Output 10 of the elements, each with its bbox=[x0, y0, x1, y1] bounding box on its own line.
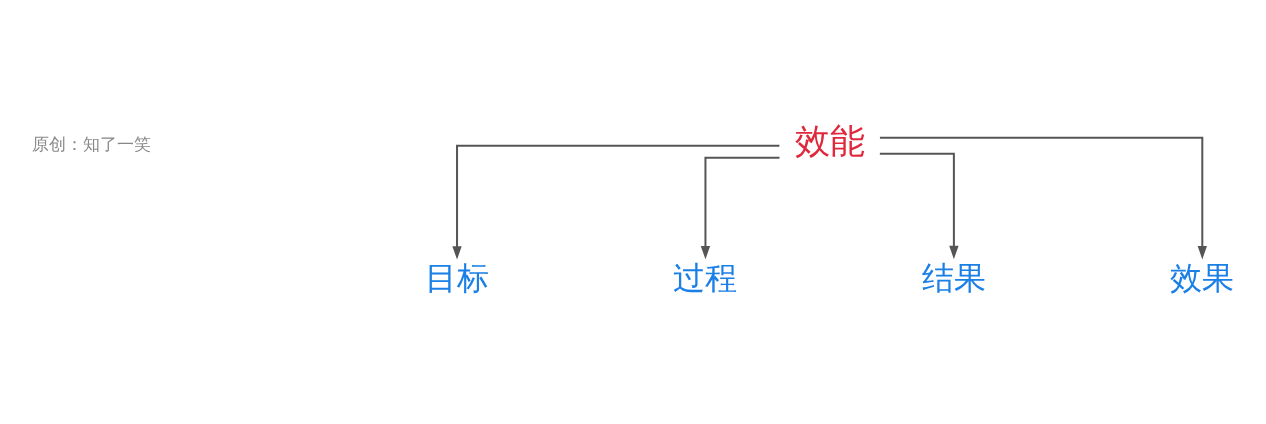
node-text: 效能 bbox=[794, 120, 865, 161]
node-text: 结果 bbox=[921, 258, 986, 297]
node-text: 目标 bbox=[425, 258, 490, 297]
node-text: 效果 bbox=[1170, 258, 1235, 297]
arrow bbox=[452, 144, 781, 260]
arrow bbox=[878, 136, 1207, 259]
arrow bbox=[700, 156, 781, 259]
node-text: 过程 bbox=[673, 258, 738, 297]
label: 原创：知了一笑 bbox=[31, 133, 151, 154]
arrow bbox=[878, 152, 959, 259]
